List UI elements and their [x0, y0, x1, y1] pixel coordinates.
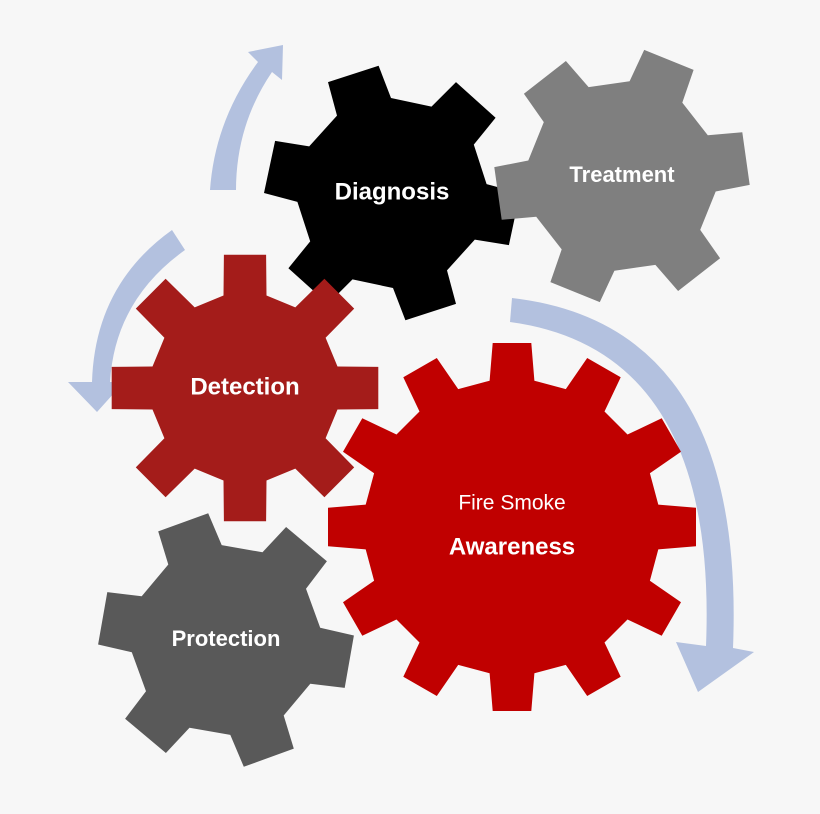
arrow-left — [68, 230, 185, 412]
gear-detection-shape — [111, 254, 379, 522]
gear-detection-label: Detection — [190, 373, 299, 400]
gear-awareness-shape — [328, 343, 696, 711]
gear-protection-label: Protection — [172, 626, 281, 651]
gear-awareness: Fire Smoke Awareness — [328, 343, 696, 711]
arrow-right — [510, 298, 754, 692]
gear-treatment: Treatment — [494, 49, 750, 303]
gear-protection: Protection — [98, 513, 354, 767]
gear-detection: Detection — [111, 254, 379, 522]
gear-awareness-label: Awareness — [449, 533, 575, 560]
cycle-arrows — [68, 45, 754, 692]
gear-treatment-shape — [494, 49, 750, 303]
gear-diagnosis-label: Diagnosis — [335, 178, 450, 205]
arrow-upper-left — [210, 45, 283, 190]
gear-protection-shape — [98, 513, 354, 767]
gear-treatment-label: Treatment — [569, 162, 675, 187]
gear-awareness-sublabel: Fire Smoke — [458, 492, 565, 515]
gear-diagnosis-shape — [264, 65, 520, 321]
gear-diagnosis: Diagnosis — [264, 65, 520, 321]
